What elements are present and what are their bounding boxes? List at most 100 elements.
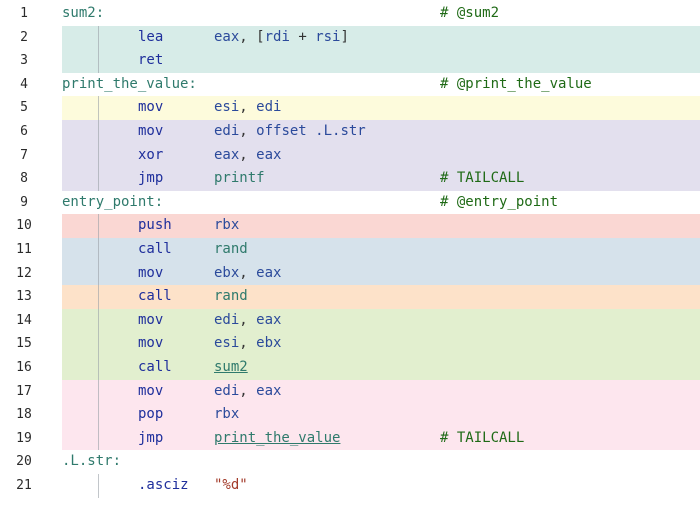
- indent-guide: [98, 120, 99, 144]
- code-line-4[interactable]: 4 print_the_value: # @print_the_value: [0, 72, 700, 97]
- instruction-operands: edi, offset .L.str: [214, 123, 366, 139]
- indent-guide: [98, 49, 99, 73]
- instruction-operands: esi, ebx: [214, 335, 282, 352]
- line-number: 11: [16, 242, 32, 257]
- instruction-mnemonic: mov: [138, 311, 164, 328]
- line-number: 18: [16, 407, 32, 423]
- code-line-14[interactable]: 14 mov edi, eax: [0, 308, 700, 333]
- code-line-8[interactable]: 8 jmp printf # TAILCALL: [0, 167, 700, 191]
- symbol-link-sum2[interactable]: sum2: [214, 359, 248, 375]
- code-line-18[interactable]: 18 pop rbx: [0, 403, 700, 427]
- line-number: 9: [20, 194, 28, 210]
- instruction-mnemonic: call: [138, 288, 172, 305]
- code-line-5[interactable]: 5 mov esi, edi: [0, 96, 700, 120]
- code-line-6[interactable]: 6 mov edi, offset .L.str: [0, 120, 700, 144]
- indent-guide: [98, 474, 99, 498]
- instruction-mnemonic: push: [138, 217, 172, 234]
- instruction-operands: ebx, eax: [214, 264, 282, 281]
- comment: # @entry_point: [440, 193, 559, 210]
- label-l-str: .L.str:: [62, 453, 122, 470]
- symbol-link-print-the-value[interactable]: print_the_value: [214, 429, 341, 446]
- indent-guide: [98, 285, 99, 309]
- code-line-15[interactable]: 15 mov esi, ebx: [0, 332, 700, 356]
- indent-guide: [98, 238, 99, 262]
- indent-guide: [98, 96, 99, 120]
- code-line-19[interactable]: 19 jmp print_the_value # TAILCALL: [0, 426, 700, 451]
- line-number: 17: [16, 383, 32, 399]
- instruction-operands: printf: [214, 170, 265, 187]
- instruction-mnemonic: .asciz: [138, 477, 189, 493]
- indent-guide: [98, 261, 99, 286]
- indent-guide: [98, 214, 99, 238]
- line-number: 2: [20, 29, 28, 45]
- indent-guide: [98, 426, 99, 451]
- line-number: 7: [20, 147, 28, 163]
- line-number: 15: [16, 336, 32, 352]
- instruction-mnemonic: mov: [138, 99, 164, 116]
- label-entry-point: entry_point:: [62, 193, 164, 210]
- line-number: 4: [20, 76, 28, 92]
- indent-guide: [98, 332, 99, 356]
- line-number: 20: [16, 454, 32, 470]
- instruction-operands: esi, edi: [214, 99, 282, 116]
- instruction-mnemonic: call: [138, 359, 172, 375]
- line-number: 5: [20, 100, 28, 116]
- line-number: 6: [20, 124, 28, 139]
- indent-guide: [98, 379, 99, 404]
- code-line-9[interactable]: 9 entry_point: # @entry_point: [0, 190, 700, 215]
- comment: # TAILCALL: [440, 170, 525, 187]
- instruction-mnemonic: pop: [138, 406, 164, 423]
- line-number: 19: [16, 430, 32, 446]
- line-number: 3: [20, 53, 28, 69]
- instruction-operands: rand: [214, 288, 248, 305]
- instruction-operands: print_the_value: [214, 427, 340, 451]
- code-line-2[interactable]: 2 lea eax, [rdi + rsi]: [0, 25, 700, 50]
- line-number: 13: [16, 289, 32, 305]
- code-line-17[interactable]: 17 mov edi, eax: [0, 379, 700, 404]
- code-line-16[interactable]: 16 call sum2: [0, 356, 700, 380]
- code-line-13[interactable]: 13 call rand: [0, 285, 700, 309]
- instruction-operands: rbx: [214, 406, 240, 423]
- indent-guide: [98, 356, 99, 380]
- code-line-20[interactable]: 20 .L.str:: [0, 450, 700, 474]
- indent-guide: [98, 403, 99, 427]
- code-line-11[interactable]: 11 call rand: [0, 238, 700, 262]
- code-line-10[interactable]: 10 push rbx: [0, 214, 700, 238]
- line-number: 8: [20, 171, 28, 187]
- instruction-operands: edi, eax: [214, 382, 282, 399]
- instruction-operands: eax, eax: [214, 146, 282, 163]
- code-line-12[interactable]: 12 mov ebx, eax: [0, 261, 700, 286]
- indent-guide: [98, 308, 99, 333]
- indent-guide: [98, 143, 99, 168]
- instruction-mnemonic: mov: [138, 123, 164, 139]
- label-sum2: sum2:: [62, 5, 105, 21]
- instruction-mnemonic: jmp: [138, 170, 164, 187]
- instruction-mnemonic: lea: [138, 28, 164, 45]
- instruction-operands: edi, eax: [214, 311, 282, 328]
- code-line-1[interactable]: 1 sum2: # @sum2: [0, 2, 700, 26]
- instruction-operands: rand: [214, 241, 248, 257]
- label-print-the-value: print_the_value:: [62, 75, 197, 92]
- instruction-operands: "%d": [214, 477, 248, 493]
- instruction-operands: rbx: [214, 217, 240, 234]
- line-number: 21: [16, 478, 32, 493]
- indent-guide: [98, 167, 99, 191]
- line-number: 1: [20, 6, 28, 21]
- line-number: 16: [16, 360, 32, 375]
- instruction-mnemonic: xor: [138, 146, 164, 163]
- instruction-mnemonic: call: [138, 241, 172, 257]
- line-number: 10: [16, 218, 32, 234]
- comment: # @print_the_value: [440, 75, 592, 92]
- instruction-operands: sum2: [214, 356, 248, 380]
- line-number: 14: [16, 312, 32, 328]
- instruction-mnemonic: mov: [138, 264, 164, 281]
- code-line-3[interactable]: 3 ret: [0, 49, 700, 73]
- instruction-operands: eax, [rdi + rsi]: [214, 28, 349, 45]
- line-number: 12: [16, 265, 32, 281]
- comment: # @sum2: [440, 5, 500, 21]
- code-line-7[interactable]: 7 xor eax, eax: [0, 143, 700, 168]
- instruction-mnemonic: mov: [138, 335, 164, 352]
- code-line-21[interactable]: 21 .asciz "%d": [0, 474, 700, 498]
- instruction-mnemonic: jmp: [138, 429, 164, 446]
